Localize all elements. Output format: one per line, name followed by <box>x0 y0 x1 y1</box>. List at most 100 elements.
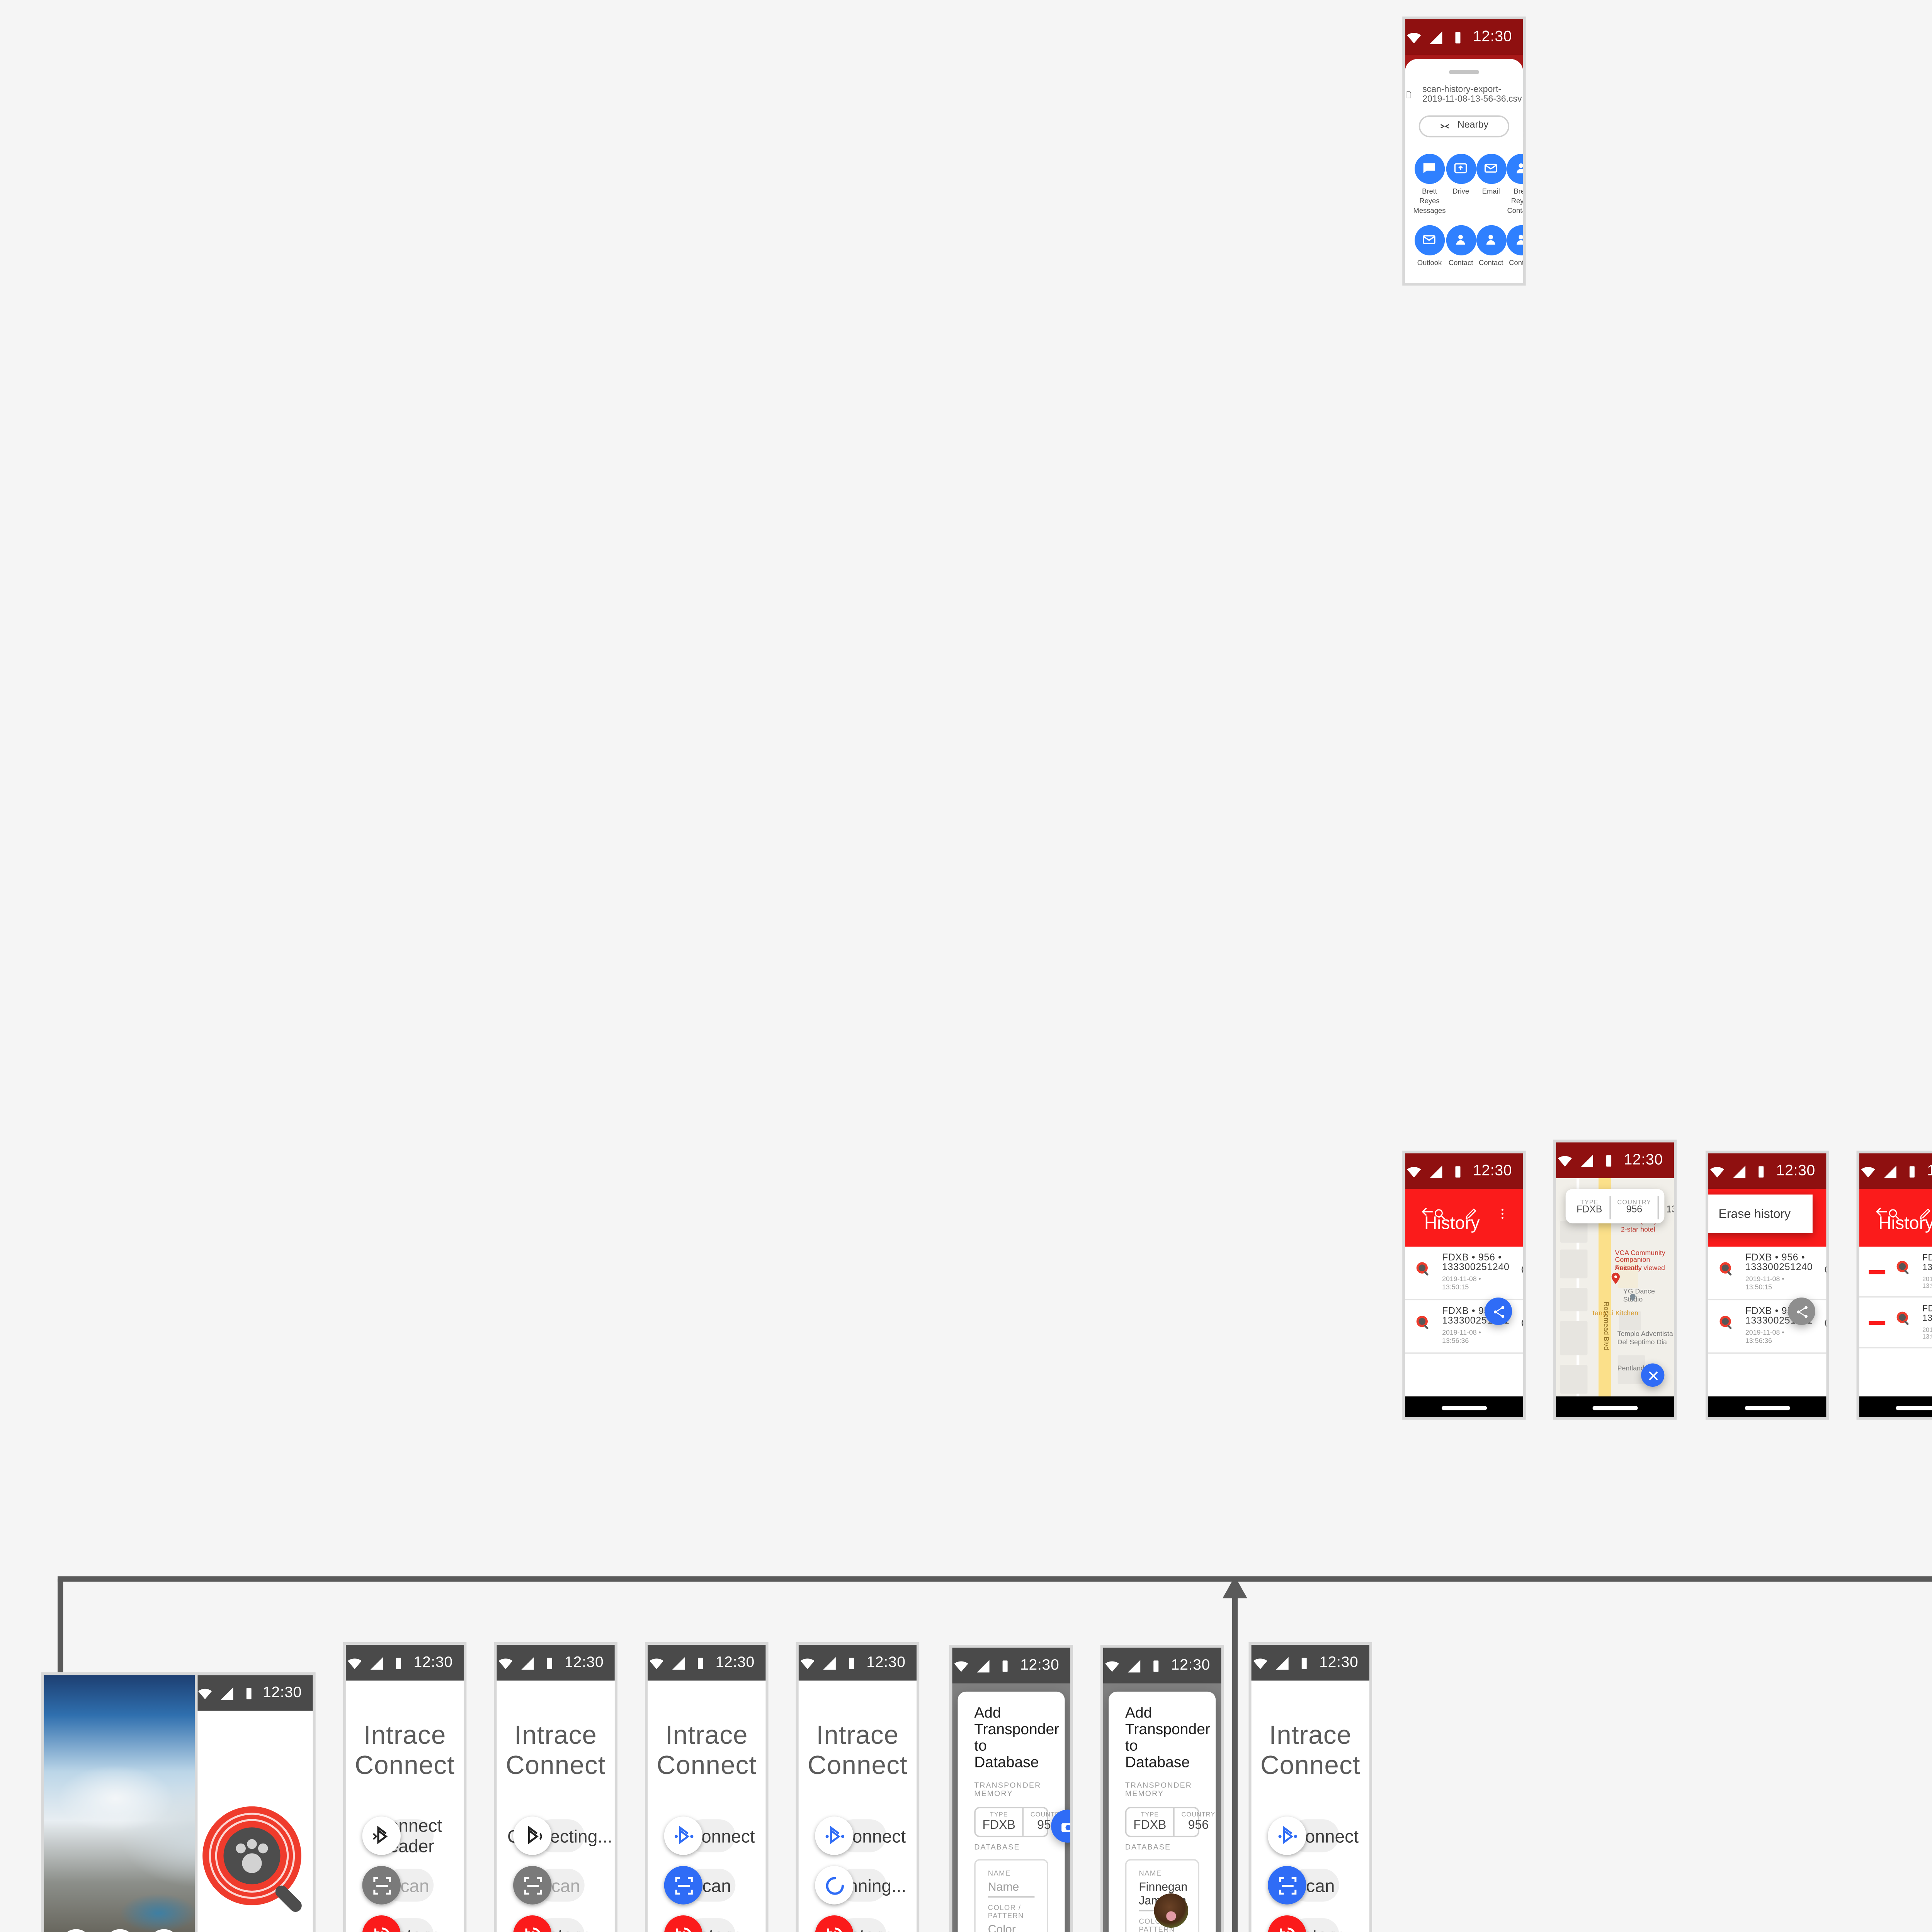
menu-item-scanning[interactable]: Scanning... <box>815 1866 906 1905</box>
spinner-icon <box>815 1866 854 1905</box>
edit-icon[interactable] <box>1464 1203 1478 1228</box>
record-timestamp: 2019-11-08 • 13:50:15 <box>1745 1276 1784 1292</box>
screen-history-erase-menu: 12:30 Erase history History FDXB • 956 •… <box>1705 1150 1829 1420</box>
menu-item-history[interactable]: History <box>362 1915 447 1932</box>
wifi-icon <box>1408 32 1422 43</box>
map-block <box>1560 1250 1588 1279</box>
close-map-fab[interactable] <box>1641 1363 1665 1387</box>
app-logo <box>197 1801 313 1925</box>
edit-icon[interactable] <box>1918 1203 1932 1228</box>
location-pin-icon[interactable] <box>1519 1260 1523 1285</box>
share-target-6[interactable]: Contact <box>1476 225 1506 269</box>
share-target-label: Outlook <box>1417 259 1442 268</box>
section-database: DATABASE <box>1125 1844 1171 1852</box>
share-target-5[interactable]: Contact <box>1446 225 1476 269</box>
share-target-1[interactable]: Drive <box>1446 153 1476 217</box>
map-block <box>1617 1259 1639 1288</box>
country-caption: COUNTRY <box>1181 1811 1216 1818</box>
share-target-label: Brett Reyes Contacts <box>1507 188 1526 216</box>
nearby-button[interactable]: Nearby <box>1418 115 1510 138</box>
contact-icon <box>1506 153 1523 184</box>
share-target-3[interactable]: Brett Reyes Contacts <box>1506 153 1526 217</box>
map-pin <box>1629 1286 1637 1302</box>
search-icon[interactable] <box>1432 1203 1446 1228</box>
menu-item-history[interactable]: History <box>1268 1915 1353 1932</box>
menu-item-disconnect[interactable]: Disconnect <box>1268 1816 1359 1855</box>
share-icon <box>1493 1305 1504 1317</box>
back-icon[interactable] <box>1874 1201 1889 1226</box>
wifi-icon <box>1408 1166 1422 1177</box>
menu-item-connecting[interactable]: Connecting... <box>507 1816 612 1855</box>
page-title: Intrace Connect <box>355 1721 455 1781</box>
signal-icon <box>371 1656 384 1669</box>
map-block <box>1560 1288 1588 1312</box>
signal-icon <box>823 1656 837 1669</box>
record-timestamp: 2019-11-08 • 13:56:36 <box>1442 1329 1481 1346</box>
location-pin-icon[interactable] <box>1519 1314 1523 1339</box>
nav-bar <box>1708 1396 1827 1417</box>
map-block <box>1560 1221 1588 1243</box>
delete-row-icon[interactable] <box>1869 1269 1886 1274</box>
share-target-7[interactable]: Contact <box>1506 225 1523 269</box>
menu-list: Disconnect Scanning... History Database <box>799 1816 917 1932</box>
list-item[interactable]: FDXB • 956 • 133300251241 2019-11-08 • 1… <box>1708 1300 1827 1354</box>
list-item[interactable]: FDXB • 956 • 133300251240 2019-11-08 • 1… <box>1405 1247 1523 1301</box>
share-target-0[interactable]: Brett Reyes Messages <box>1413 153 1446 217</box>
page-title: Intrace Connect <box>505 1721 606 1781</box>
id-value: 133002501241 <box>1666 1205 1677 1215</box>
battery-icon <box>1154 1660 1159 1671</box>
menu-item-erase-history[interactable]: Erase history <box>1718 1207 1791 1221</box>
screen-map: 12:30 Garden Inn 3.8 ★ (221) 2-star hote… <box>1553 1139 1677 1420</box>
scan-icon <box>664 1866 703 1905</box>
menu-item-scan[interactable]: Scan <box>664 1866 749 1905</box>
close-icon <box>1648 1371 1657 1380</box>
menu-item-scan[interactable]: Scan <box>362 1866 447 1905</box>
menu-list: Connecting... Scan History Database <box>497 1816 614 1932</box>
flow-diagram-canvas: 12:30 Intrace Connect Play Store Maps <box>0 0 1932 1362</box>
status-bar: 12:30 <box>1859 1153 1932 1189</box>
id-caption: ID <box>1666 1199 1674 1206</box>
page-title: History <box>1424 1212 1480 1233</box>
menu-item-disconnect[interactable]: Disconnect <box>664 1816 755 1855</box>
location-pin-icon[interactable] <box>1822 1314 1827 1339</box>
map-label-templo-2: Del Septimo Dia <box>1617 1338 1667 1347</box>
menu-item-history[interactable]: History <box>664 1915 749 1932</box>
home-icon-youtube[interactable]: YouTube <box>143 1929 184 1932</box>
status-bar: 12:30 <box>798 1645 917 1681</box>
list-item[interactable]: FDXB • 956 • 133300251240 2019-11-08 • 1… <box>1859 1247 1932 1298</box>
screen-history-share: 12:30 History FDXB • 956 • 133300251240 … <box>1402 16 1526 286</box>
overflow-menu[interactable]: Erase history <box>1708 1194 1813 1233</box>
back-icon[interactable] <box>1420 1201 1435 1226</box>
status-time: 12:30 <box>1473 29 1512 46</box>
menu-item-connect-reader[interactable]: Connect Reader <box>362 1815 447 1856</box>
menu-item-scan[interactable]: Scan <box>1268 1866 1353 1905</box>
status-time: 12:30 <box>715 1654 755 1671</box>
overflow-menu-icon[interactable] <box>1496 1203 1510 1228</box>
share-fab[interactable] <box>1787 1297 1815 1325</box>
menu-item-disconnect[interactable]: Disconnect <box>815 1816 906 1855</box>
wifi-icon <box>198 1688 212 1699</box>
share-fab[interactable] <box>1485 1297 1512 1325</box>
nav-bar <box>1556 1396 1674 1417</box>
search-icon[interactable] <box>1887 1203 1901 1228</box>
home-icon-maps[interactable]: Maps <box>99 1929 140 1932</box>
delete-row-icon[interactable] <box>1869 1320 1886 1325</box>
list-item[interactable]: FDXB • 956 • 133300251241 2019-11-08 • 1… <box>1859 1298 1932 1349</box>
sheet-handle[interactable] <box>1449 70 1479 74</box>
share-target-4[interactable]: Outlook <box>1413 225 1446 269</box>
map-label-hotel: 2-star hotel <box>1621 1226 1655 1234</box>
location-pin-icon[interactable] <box>1822 1260 1827 1285</box>
menu-item-history[interactable]: History <box>815 1915 900 1932</box>
home-icon-play-store[interactable]: Play Store <box>55 1929 96 1932</box>
menu-item-history[interactable]: History <box>513 1915 598 1932</box>
page-title: Intrace Connect <box>807 1721 908 1781</box>
signal-icon <box>977 1659 990 1672</box>
share-target-2[interactable]: Email <box>1476 153 1506 217</box>
menu-item-scan[interactable]: Scan <box>513 1866 598 1905</box>
page-title: History <box>1878 1212 1932 1233</box>
list-item[interactable]: FDXB • 956 • 133300251240 2019-11-08 • 1… <box>1708 1247 1827 1301</box>
